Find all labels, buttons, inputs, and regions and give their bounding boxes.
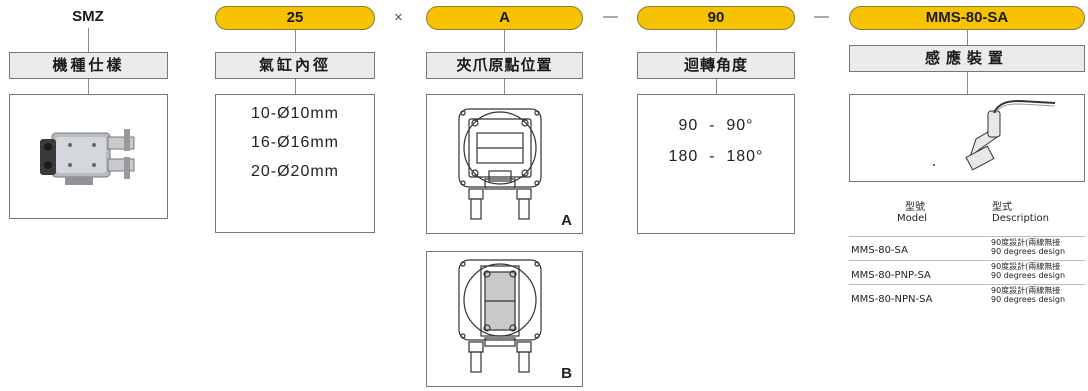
desc-col-header: 型式	[992, 202, 1012, 213]
model-series-header: SMZ	[72, 8, 104, 25]
connector-line	[967, 72, 968, 94]
jaw-origin-a-box: A	[426, 94, 583, 234]
table-row-desc: 90 degrees design	[991, 295, 1066, 304]
multiply-separator: ×	[394, 9, 403, 26]
jaw-origin-pill: A	[426, 6, 583, 30]
table-row-model: MMS-80-NPN-SA	[851, 294, 933, 305]
bore-diameter-label: 氣缸內徑	[215, 52, 375, 79]
jaw-origin-b-box: B	[426, 251, 583, 387]
sensor-pill: MMS-80-SA	[849, 6, 1085, 30]
connector-line	[504, 30, 505, 52]
rotation-options-box: 90 - 90° 180 - 180°	[637, 94, 795, 234]
table-divider	[849, 284, 1085, 285]
gripper-diagram-a-icon	[458, 108, 542, 220]
rotation-option: 180 - 180°	[668, 148, 764, 165]
table-row-desc: 90度設計(兩線無接	[991, 262, 1061, 271]
model-col-header: 型號	[905, 202, 925, 213]
table-divider	[849, 260, 1085, 261]
dash-separator: —	[814, 8, 829, 25]
connector-line	[295, 30, 296, 52]
sensor-table: 型號 Model 型式 Description MMS-80-SA 90度設計(…	[849, 196, 1085, 376]
connector-line	[716, 30, 717, 52]
table-row-desc: 90 degrees design	[991, 247, 1066, 256]
jaw-origin-label: 夾爪原點位置	[426, 52, 583, 79]
connector-line	[295, 79, 296, 94]
rotation-option: 90 - 90°	[678, 117, 754, 134]
sensor-device-label: 感應裝置	[849, 45, 1085, 72]
product-photo-box	[9, 94, 168, 219]
table-row-desc: 90度設計(兩線無接	[991, 238, 1061, 247]
gripper-diagram-b-icon	[458, 259, 542, 373]
model-spec-label: 機種仕樣	[9, 52, 168, 79]
variant-letter-b: B	[561, 365, 572, 382]
sensor-photo-box	[849, 94, 1085, 182]
connector-line	[504, 79, 505, 94]
bore-option: 20-Ø20mm	[250, 163, 340, 180]
model-col-header: Model	[897, 213, 928, 224]
connector-line	[88, 28, 89, 52]
bore-options-box: 10-Ø10mm 16-Ø16mm 20-Ø20mm	[215, 94, 375, 233]
table-row-desc: 90度設計(兩線無接	[991, 286, 1061, 295]
bore-size-pill: 25	[215, 6, 375, 30]
bore-option: 16-Ø16mm	[250, 134, 340, 151]
connector-line	[967, 30, 968, 45]
variant-letter-a: A	[561, 212, 572, 229]
table-divider	[849, 236, 1085, 237]
connector-line	[88, 79, 89, 94]
rotation-angle-pill: 90	[637, 6, 795, 30]
dash-separator: —	[603, 8, 618, 25]
bore-option: 10-Ø10mm	[250, 105, 340, 122]
table-row-model: MMS-80-PNP-SA	[851, 270, 931, 281]
desc-col-header: Description	[992, 213, 1049, 224]
gripper-product-photo-icon	[10, 95, 167, 218]
rotation-angle-label: 迴轉角度	[637, 52, 795, 79]
table-row-desc: 90 degrees design	[991, 271, 1066, 280]
table-row-model: MMS-80-SA	[851, 245, 908, 256]
sensor-photo-icon	[933, 99, 1056, 171]
connector-line	[716, 79, 717, 94]
